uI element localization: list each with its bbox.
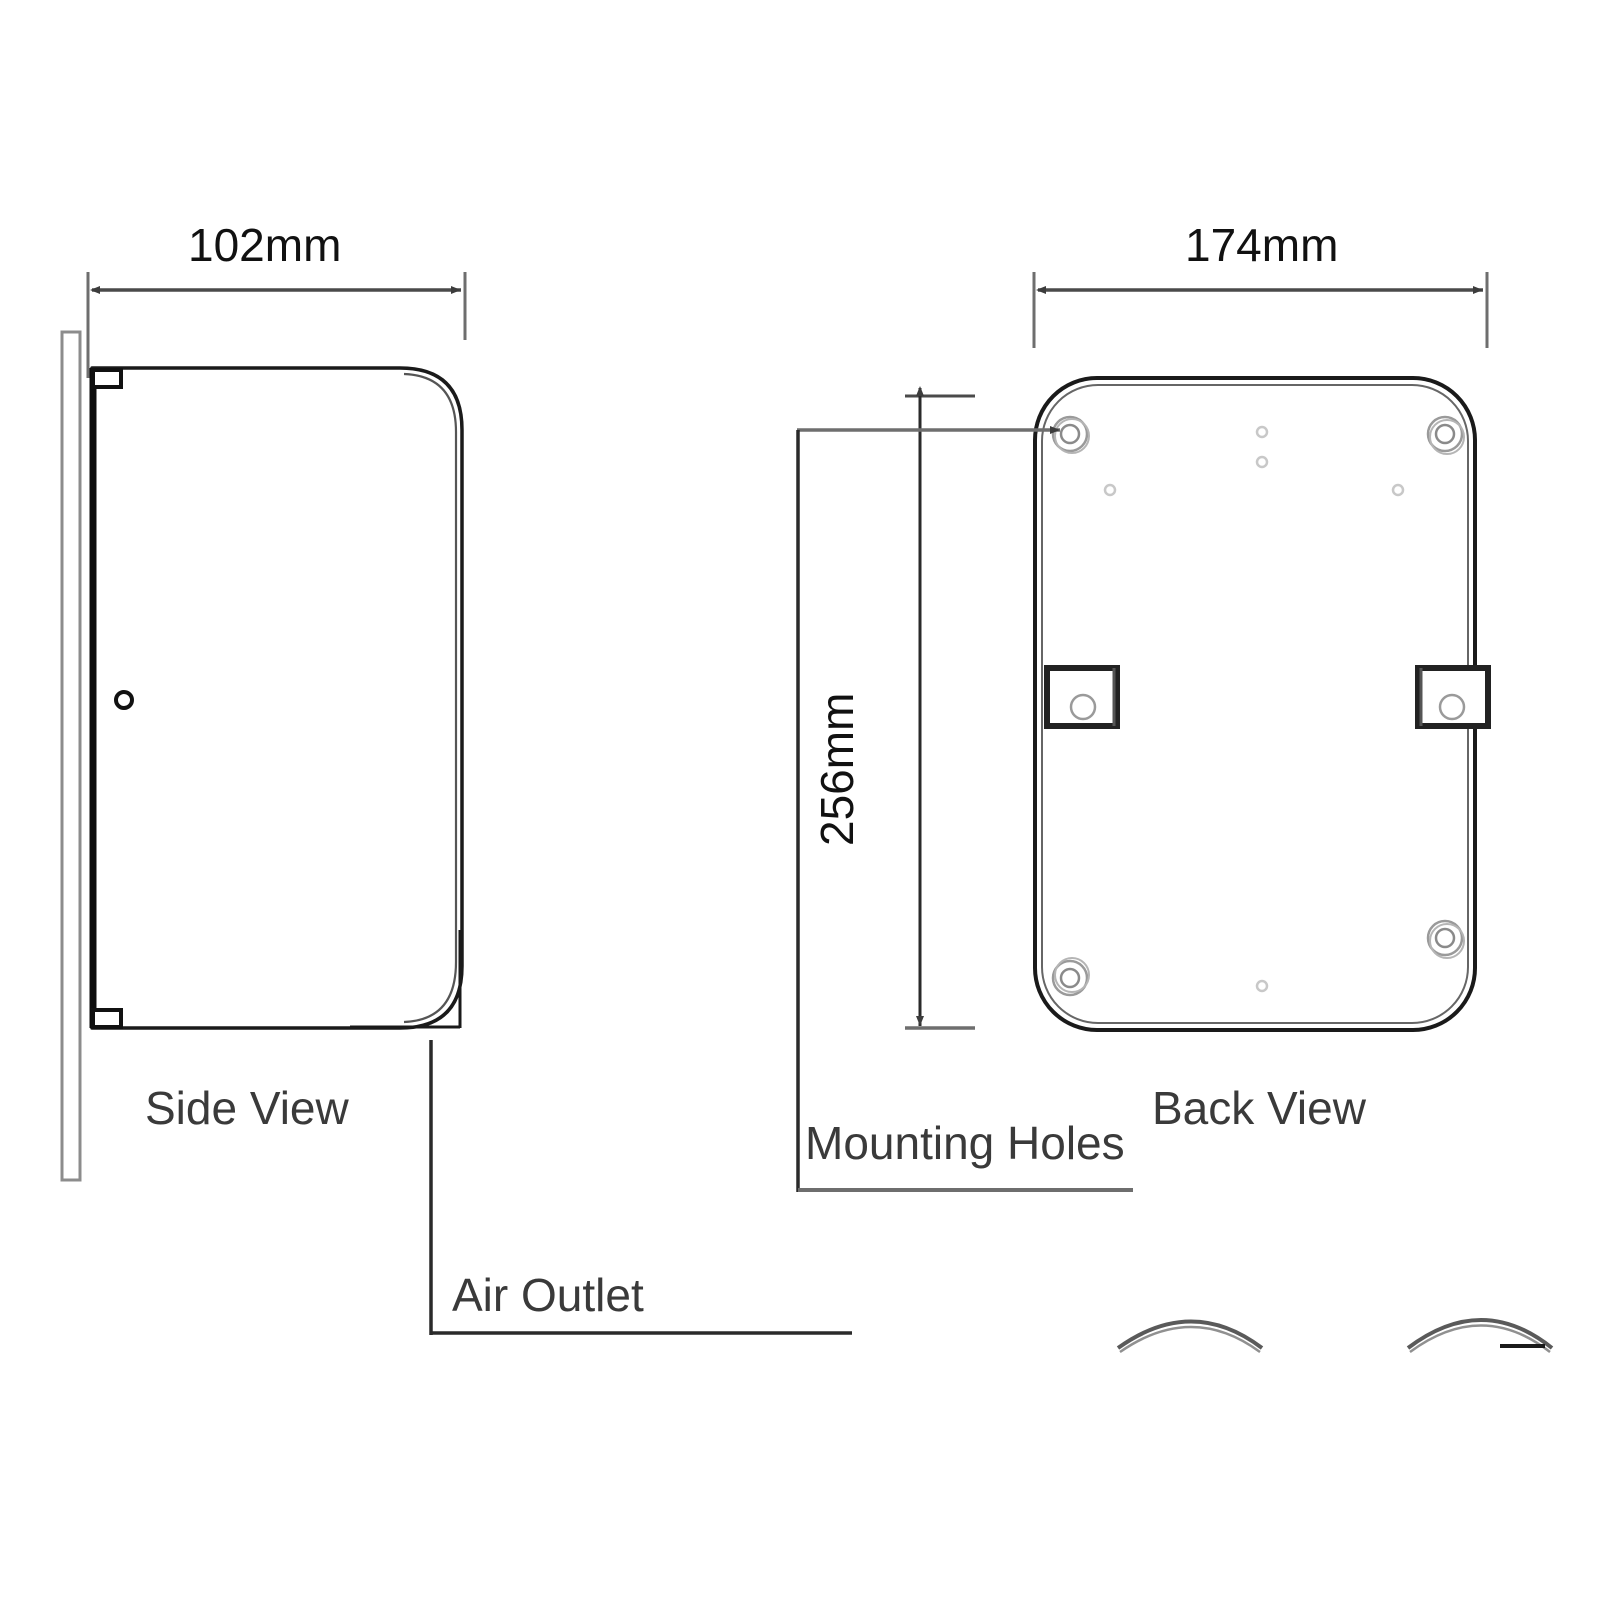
side-view-port-hole [114, 690, 134, 710]
detail-arc-left-inner [1119, 1325, 1261, 1354]
dimension-256mm [905, 386, 975, 1030]
air-outlet-leader [429, 1040, 852, 1335]
back-view-mounting-hole-top-left [1051, 415, 1090, 454]
side-view-top-tab [91, 368, 123, 389]
dimension-102mm [86, 272, 467, 378]
annotation-label-air-outlet: Air Outlet [452, 1269, 644, 1321]
back-view-mounting-hole-bottom-left [1051, 957, 1090, 997]
dimension-label-174mm: 174mm [1185, 219, 1339, 271]
view-label-side-view: Side View [145, 1082, 349, 1134]
dimension-label-102mm: 102mm [188, 219, 342, 271]
back-view-right-bracket [1415, 665, 1491, 729]
side-view-inner-contour [403, 372, 458, 1024]
annotation-label-mounting-holes: Mounting Holes [805, 1117, 1125, 1169]
detail-arc-left [1116, 1319, 1264, 1350]
mounting-holes-leader [796, 426, 1133, 1192]
side-view-body-outline [90, 366, 464, 1030]
dimension-label-256mm: 256mm [811, 692, 863, 846]
detail-arc-right [1406, 1318, 1554, 1350]
back-view-mounting-hole-bottom-right [1426, 919, 1465, 959]
side-view-group [60, 330, 464, 1182]
back-view-left-bracket [1044, 665, 1120, 729]
dimension-174mm [1032, 272, 1489, 348]
back-view-mounting-hole-top-right [1426, 415, 1465, 455]
detail-arc-right-inner [1409, 1324, 1551, 1354]
back-view-group [1033, 376, 1491, 1032]
view-label-back-view: Back View [1152, 1082, 1366, 1134]
side-view-bottom-tab [91, 1008, 123, 1029]
side-view-wall-plate [60, 330, 82, 1182]
detail-arc-group [1116, 1318, 1554, 1354]
back-view-vent-dots [1103, 425, 1405, 993]
